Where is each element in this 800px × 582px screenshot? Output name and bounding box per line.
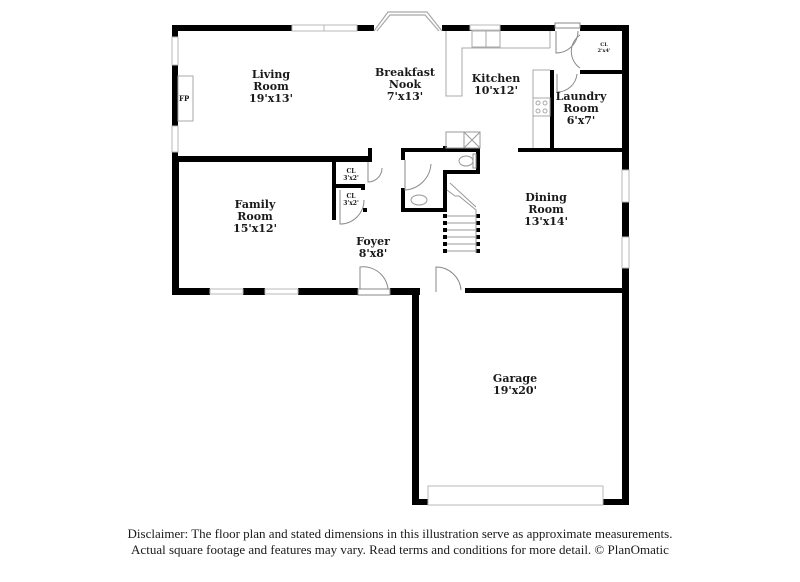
room-label-breakfast-nook: Breakfast Nook 7'x13': [375, 67, 435, 103]
room-name: Room: [563, 102, 599, 115]
windows: [171, 24, 630, 506]
room-label-living-room: Living Room 19'x13': [249, 69, 293, 105]
powder-room-fixtures: [410, 131, 481, 206]
room-name: Foyer: [356, 235, 390, 248]
room-name: Nook: [388, 78, 422, 91]
room-dimensions: 13'x14': [524, 215, 568, 228]
closet-dimensions: 2'x4': [597, 48, 611, 54]
closet-name: CL: [346, 193, 356, 200]
fireplace-icon: [177, 75, 194, 122]
kitchen-sink-icon: [471, 30, 501, 48]
room-name: Breakfast: [375, 66, 435, 79]
bay-window: [373, 11, 443, 32]
closet-label-lower: CL 3'x2': [343, 193, 359, 207]
room-label-laundry-room: Laundry Room 6'x7': [556, 91, 607, 127]
room-dimensions: 19'x20': [493, 384, 537, 397]
kitchen-counters: [445, 31, 551, 148]
disclaimer: Disclaimer: The floor plan and stated di…: [0, 526, 800, 558]
closet-label-upper: CL 3'x2': [343, 168, 359, 182]
room-name: Living: [251, 68, 291, 81]
room-label-dining-room: Dining Room 13'x14': [524, 192, 568, 228]
stove-icon: [532, 97, 551, 117]
room-name: Room: [253, 80, 289, 93]
closet-label-kitchen: CL 2'x4': [597, 42, 610, 54]
closet-name: CL: [600, 42, 608, 48]
interior-walls: [172, 70, 625, 253]
room-label-kitchen: Kitchen 10'x12': [472, 73, 521, 97]
floor-plan-drawing: [171, 11, 630, 506]
fireplace-label: FP: [179, 94, 190, 103]
room-name: Garage: [492, 372, 538, 385]
stairs: [446, 182, 477, 253]
room-dimensions: 7'x13': [386, 90, 424, 103]
room-dimensions: 19'x13': [249, 92, 293, 105]
room-dimensions: 15'x12': [233, 222, 277, 235]
room-name: Room: [528, 203, 564, 216]
doors: [339, 22, 581, 296]
room-label-family-room: Family Room 15'x12': [233, 199, 277, 235]
closet-dimensions: 3'x2': [343, 175, 359, 182]
closet-name: CL: [346, 168, 356, 175]
room-name: Dining: [525, 191, 567, 204]
closet-dimensions: 3'x2': [343, 200, 359, 207]
room-label-garage: Garage 19'x20': [493, 373, 537, 397]
room-dimensions: 8'x8': [358, 247, 388, 260]
room-dimensions: 10'x12': [474, 84, 518, 97]
room-name: Room: [237, 210, 273, 223]
disclaimer-line-2: Actual square footage and features may v…: [131, 542, 669, 557]
room-name: Family: [234, 198, 276, 211]
room-dimensions: 6'x7': [566, 114, 596, 127]
room-name: Kitchen: [471, 72, 521, 85]
disclaimer-line-1: Disclaimer: The floor plan and stated di…: [127, 526, 673, 541]
room-name: Laundry: [555, 90, 607, 103]
room-label-foyer: Foyer 8'x8': [356, 236, 390, 260]
